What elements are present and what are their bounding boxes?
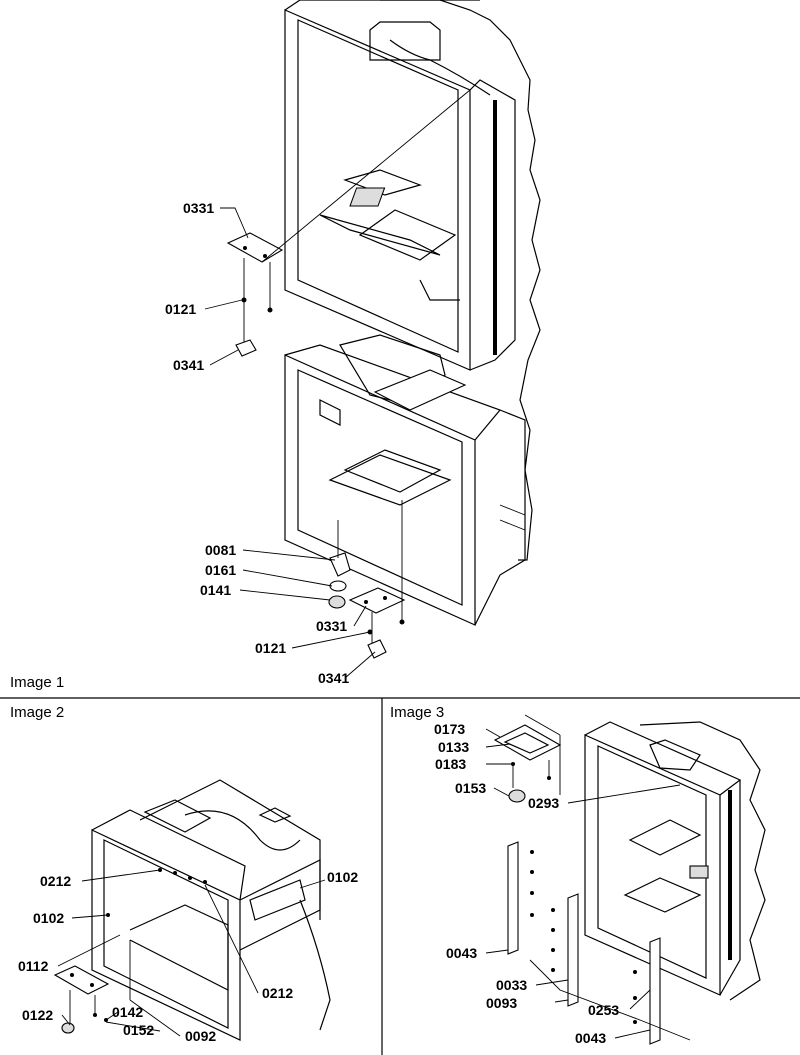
callout-0173: 0173	[434, 721, 465, 737]
callout-0331-upper: 0331	[183, 200, 214, 216]
callout-0331-lower: 0331	[316, 618, 347, 634]
callout-0102-right: 0102	[327, 869, 358, 885]
panel-title-image1: Image 1	[10, 674, 64, 691]
callout-0253: 0253	[588, 1002, 619, 1018]
callout-0152: 0152	[123, 1022, 154, 1038]
callout-0293: 0293	[528, 795, 559, 811]
panel-title-image2: Image 2	[10, 704, 64, 721]
callout-0121-lower: 0121	[255, 640, 286, 656]
image1-leaders	[204, 207, 376, 679]
callout-0092: 0092	[185, 1028, 216, 1044]
callout-0212-right: 0212	[262, 985, 293, 1001]
callout-0102-left: 0102	[33, 910, 64, 926]
image2-drawing	[53, 779, 331, 1041]
upper-hinge-assembly	[226, 89, 471, 357]
callout-0183: 0183	[435, 756, 466, 772]
panel-title-image3: Image 3	[390, 704, 444, 721]
callout-0341-upper: 0341	[173, 357, 204, 373]
callout-0133: 0133	[438, 739, 469, 755]
callout-0142: 0142	[112, 1004, 143, 1020]
callout-0141: 0141	[200, 582, 231, 598]
lower-liner	[284, 334, 526, 626]
callout-0033: 0033	[496, 977, 527, 993]
callout-0153: 0153	[455, 780, 486, 796]
callout-0341-lower: 0341	[318, 670, 349, 686]
callout-0043-left: 0043	[446, 945, 477, 961]
callout-0161: 0161	[205, 562, 236, 578]
image1-drawing: 0331 0121 0341 0081 0161 0141 0331 0121 …	[165, 0, 541, 686]
upper-liner	[284, 0, 516, 371]
callout-0093: 0093	[486, 995, 517, 1011]
callout-0122: 0122	[22, 1007, 53, 1023]
callout-0112: 0112	[18, 958, 49, 974]
callout-0081: 0081	[205, 542, 236, 558]
callout-0212-left: 0212	[40, 873, 71, 889]
callout-0043-right: 0043	[575, 1030, 606, 1046]
image3-drawing	[485, 714, 766, 1045]
callout-0121-upper: 0121	[165, 301, 196, 317]
lower-hinge-assembly	[328, 500, 406, 659]
